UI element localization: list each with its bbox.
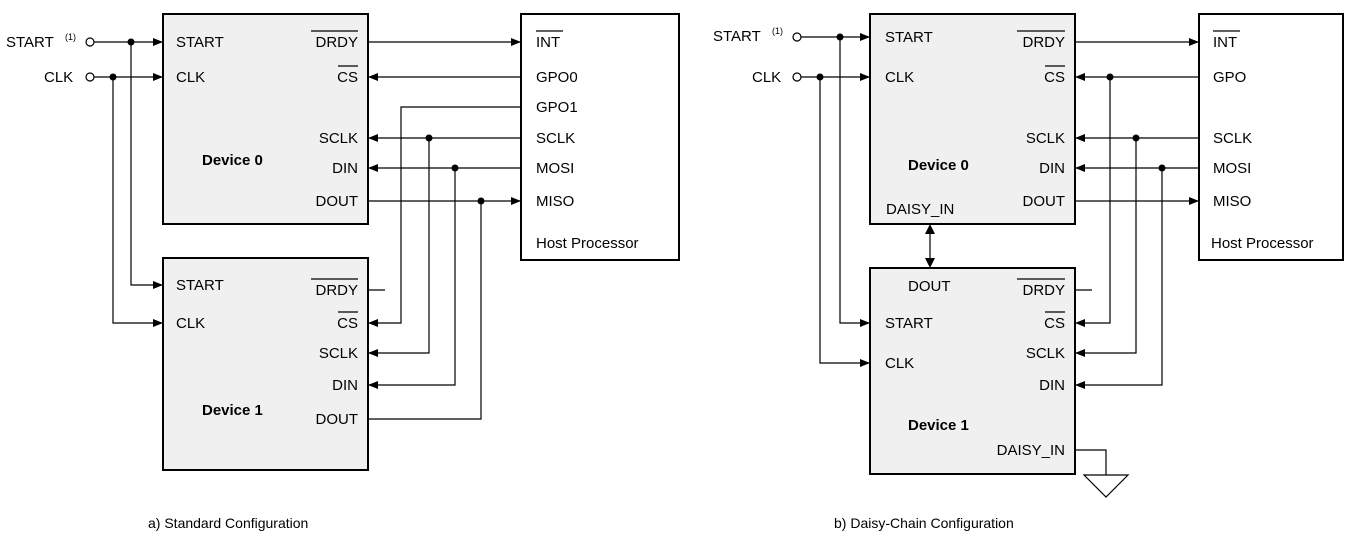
start-terminal-b bbox=[792, 32, 802, 42]
hostb-pin-mosi: MOSI bbox=[1213, 160, 1251, 177]
dev1b-pin-daisyin: DAISY_IN bbox=[997, 442, 1065, 459]
host-box-b bbox=[1198, 13, 1344, 261]
dev1a-pin-cs: CS bbox=[337, 315, 358, 332]
wires-a bbox=[94, 38, 521, 420]
dev1a-pin-sclk: SCLK bbox=[319, 345, 358, 362]
start-input-label-a: START bbox=[6, 34, 54, 51]
hostb-name: Host Processor bbox=[1211, 235, 1314, 252]
hosta-pin-gpo0: GPO0 bbox=[536, 69, 578, 86]
clk-terminal-a bbox=[85, 72, 95, 82]
dev1a-pin-clk: CLK bbox=[176, 315, 205, 332]
device0-box-b bbox=[869, 13, 1076, 225]
dev0a-pin-drdy: DRDY bbox=[315, 34, 358, 51]
dev0b-pin-sclk: SCLK bbox=[1026, 130, 1065, 147]
clk-input-label-a: CLK bbox=[44, 69, 73, 86]
hosta-pin-int: INT bbox=[536, 34, 560, 51]
dev0b-pin-drdy: DRDY bbox=[1022, 34, 1065, 51]
dev0a-pin-sclk: SCLK bbox=[319, 130, 358, 147]
dev0a-pin-clk: CLK bbox=[176, 69, 205, 86]
dev0b-pin-din: DIN bbox=[1039, 160, 1065, 177]
clk-input-label-b: CLK bbox=[752, 69, 781, 86]
hostb-pin-miso: MISO bbox=[1213, 193, 1251, 210]
start-input-label-b: START bbox=[713, 28, 761, 45]
start-footnote-b: (1) bbox=[772, 26, 783, 36]
config-b: START (1) CLK START CLK DAISY_IN DRDY CS… bbox=[713, 13, 1344, 531]
dev1a-pin-dout: DOUT bbox=[316, 411, 359, 428]
dev1b-pin-din: DIN bbox=[1039, 377, 1065, 394]
dev1a-name: Device 1 bbox=[202, 402, 263, 419]
hostb-pin-sclk: SCLK bbox=[1213, 130, 1252, 147]
dev0a-pin-din: DIN bbox=[332, 160, 358, 177]
ground-icon bbox=[1082, 474, 1130, 498]
dev0a-pin-cs: CS bbox=[337, 69, 358, 86]
dev0b-pin-daisyin: DAISY_IN bbox=[886, 201, 954, 218]
hostb-pin-int: INT bbox=[1213, 34, 1237, 51]
dev1a-pin-drdy: DRDY bbox=[315, 282, 358, 299]
hostb-pin-gpo: GPO bbox=[1213, 69, 1246, 86]
hosta-pin-sclk: SCLK bbox=[536, 130, 575, 147]
dev1a-pin-start: START bbox=[176, 277, 224, 294]
dev1b-pin-clk: CLK bbox=[885, 355, 914, 372]
device1-box-b bbox=[869, 267, 1076, 475]
dev0a-pin-start: START bbox=[176, 34, 224, 51]
wires-b bbox=[801, 33, 1199, 498]
dev1a-pin-din: DIN bbox=[332, 377, 358, 394]
dev1b-pin-start: START bbox=[885, 315, 933, 332]
start-footnote-a: (1) bbox=[65, 32, 76, 42]
caption-a: a) Standard Configuration bbox=[148, 515, 308, 531]
dev0b-pin-dout: DOUT bbox=[1023, 193, 1066, 210]
config-a: START (1) CLK START CLK DRDY CS SCLK DIN… bbox=[6, 13, 680, 531]
hosta-pin-gpo1: GPO1 bbox=[536, 99, 578, 116]
caption-b: b) Daisy-Chain Configuration bbox=[834, 515, 1014, 531]
device0-box-a bbox=[162, 13, 369, 225]
dev1b-name: Device 1 bbox=[908, 417, 969, 434]
dev1b-pin-drdy: DRDY bbox=[1022, 282, 1065, 299]
hosta-name: Host Processor bbox=[536, 235, 639, 252]
hosta-pin-miso: MISO bbox=[536, 193, 574, 210]
hosta-pin-mosi: MOSI bbox=[536, 160, 574, 177]
dev0b-name: Device 0 bbox=[908, 157, 969, 174]
dev0b-pin-cs: CS bbox=[1044, 69, 1065, 86]
dev0b-pin-start: START bbox=[885, 29, 933, 46]
dev1b-pin-sclk: SCLK bbox=[1026, 345, 1065, 362]
dev0a-name: Device 0 bbox=[202, 152, 263, 169]
dev0b-pin-clk: CLK bbox=[885, 69, 914, 86]
host-box-a bbox=[520, 13, 680, 261]
start-terminal-a bbox=[85, 37, 95, 47]
dev1b-pin-dout: DOUT bbox=[908, 278, 951, 295]
dev0a-pin-dout: DOUT bbox=[316, 193, 359, 210]
clk-terminal-b bbox=[792, 72, 802, 82]
device1-box-a bbox=[162, 257, 369, 471]
dev1b-pin-cs: CS bbox=[1044, 315, 1065, 332]
